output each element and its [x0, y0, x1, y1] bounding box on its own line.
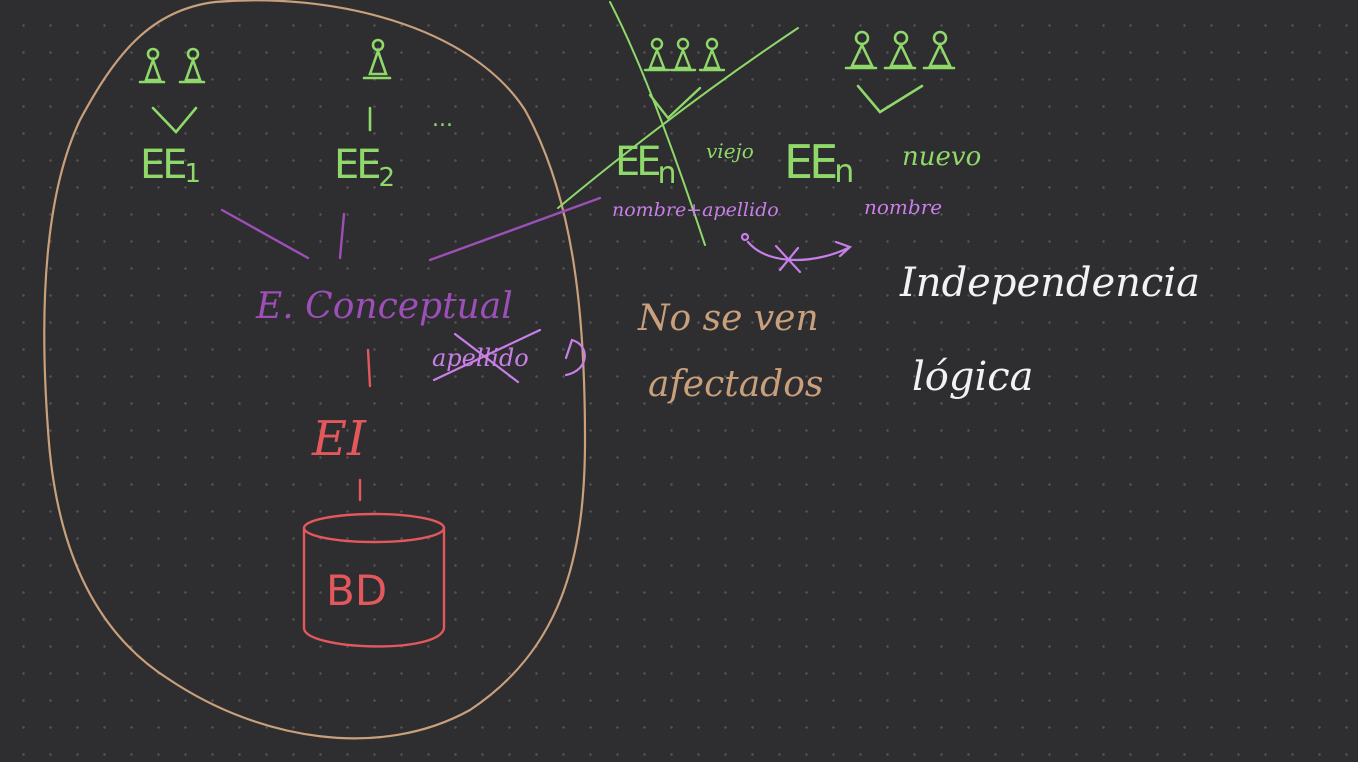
ee2-main: EE [334, 142, 379, 188]
user-icon [922, 30, 956, 70]
user-icon [669, 37, 697, 72]
een-new-tag: nuevo [902, 142, 981, 172]
concept-line2: lógica [912, 354, 1034, 400]
new-fields-annotation: nombre [864, 195, 942, 219]
old-fields-annotation: nombre+apellido [612, 199, 779, 221]
removed-field-strike [432, 328, 586, 384]
user-icon [362, 38, 392, 80]
user-icon [643, 37, 671, 72]
user-icon [178, 47, 206, 84]
conceptual-schema-label: E. Conceptual [255, 286, 513, 327]
een-new-label: EEn [784, 135, 852, 190]
database-icon [302, 512, 446, 648]
connector-conceptual-internal [366, 348, 372, 388]
note-line1: No se ven [637, 298, 819, 339]
connector-een-new [856, 84, 924, 114]
een-old-label: EEn [615, 139, 675, 191]
conceptual-connectors [220, 196, 602, 262]
een-new-main: EE [784, 135, 836, 189]
architecture-boundary [43, 0, 587, 740]
concept-line1: Independencia [899, 260, 1200, 306]
een-new-sub: n [834, 152, 852, 190]
user-icon-group-ee2 [362, 38, 392, 80]
een-old-tag: viejo [706, 139, 754, 163]
mapping-arrow [740, 232, 853, 274]
note-line2: afectados [648, 364, 823, 405]
user-icon [698, 37, 726, 72]
ee1-label: EE1 [140, 142, 200, 189]
internal-schema-label: EI [311, 411, 367, 467]
connector-ee1 [151, 106, 198, 134]
ellipsis: ... [432, 107, 453, 132]
user-icon [844, 30, 878, 70]
ee1-sub: 1 [185, 159, 200, 189]
user-icon [883, 30, 917, 70]
een-old-sub: n [658, 156, 675, 191]
user-icon-group-een-new [844, 30, 956, 70]
ee2-sub: 2 [379, 163, 393, 193]
cross-out-een-old [557, 1, 799, 246]
ee2-label: EE2 [334, 142, 393, 193]
user-icon-group-een-old [643, 37, 726, 72]
user-icon [138, 47, 166, 84]
database-label: BD [326, 566, 387, 615]
connector-een-old [648, 86, 702, 120]
user-icon-group-ee1 [138, 47, 206, 84]
ee1-main: EE [140, 142, 185, 188]
een-old-main: EE [615, 139, 659, 185]
